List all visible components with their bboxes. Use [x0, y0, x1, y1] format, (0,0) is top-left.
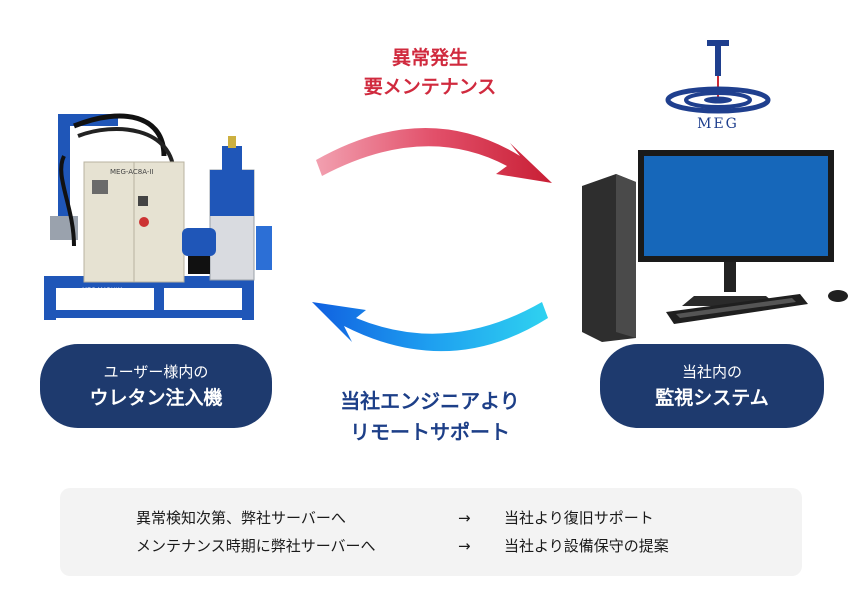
- note-row: メンテナンス時期に弊社サーバーへ → 当社より設備保守の提案: [136, 534, 669, 558]
- note-arrow: →: [458, 509, 471, 527]
- monitoring-computer-image: [582, 150, 848, 342]
- user-machine-pill: ユーザー様内の ウレタン注入機: [40, 344, 272, 428]
- anomaly-label-line1: 異常発生: [391, 47, 468, 69]
- user-machine-line2: ウレタン注入機: [89, 387, 223, 409]
- anomaly-label-line2: 要メンテナンス: [363, 76, 497, 98]
- remote-support-line2: リモートサポート: [350, 420, 510, 444]
- panel-text: MEG-AC8A-II: [110, 168, 154, 176]
- monitoring-system-line2: 監視システム: [655, 387, 769, 409]
- note-trigger: メンテナンス時期に弊社サーバーへ: [136, 537, 376, 555]
- note-arrow: →: [458, 537, 471, 555]
- base-text: MEG MARUKA: [82, 287, 124, 294]
- note-row: 異常検知次第、弊社サーバーへ → 当社より復旧サポート: [136, 506, 654, 530]
- monitoring-system-pill: 当社内の 監視システム: [600, 344, 824, 428]
- process-note-box: 異常検知次第、弊社サーバーへ → 当社より復旧サポート メンテナンス時期に弊社サーバ…: [60, 488, 802, 576]
- note-trigger: 異常検知次第、弊社サーバーへ: [136, 509, 346, 527]
- note-action: 当社より設備保守の提案: [504, 537, 669, 555]
- remote-support-label: 当社エンジニアより リモートサポート: [300, 386, 560, 448]
- remote-support-line1: 当社エンジニアより: [340, 389, 520, 413]
- monitoring-system-line1: 当社内の: [681, 363, 742, 381]
- user-machine-line1: ユーザー様内の: [103, 363, 209, 381]
- anomaly-label: 異常発生 要メンテナンス: [300, 44, 560, 102]
- note-action: 当社より復旧サポート: [504, 509, 654, 527]
- urethane-injection-machine-image: MEG-AC8A-II MEG MARUKA: [44, 113, 272, 320]
- meg-logo: MEG: [665, 40, 771, 132]
- logo-text: MEG: [697, 116, 739, 132]
